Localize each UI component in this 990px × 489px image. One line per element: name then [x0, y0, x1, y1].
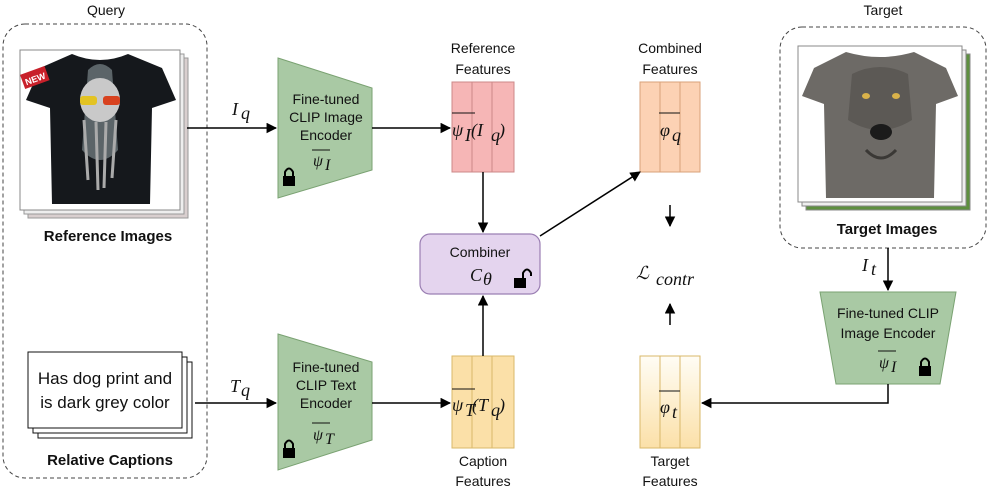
caption-feature-vector: ψ T (T q ) — [451, 355, 515, 449]
connector-arrows — [187, 122, 894, 409]
reference-features-title: Reference — [451, 40, 516, 56]
svg-text:ℒ: ℒ — [636, 263, 650, 283]
svg-text:I: I — [464, 125, 472, 145]
new-badge: NEW — [20, 66, 50, 90]
svg-text:CLIP Text: CLIP Text — [296, 377, 356, 393]
svg-text:C: C — [470, 265, 483, 285]
arrow-label-iq: I q — [231, 99, 250, 123]
svg-text:T: T — [325, 431, 335, 448]
unlock-icon — [514, 268, 532, 288]
reference-feature-vector: ψ I (I q ) — [451, 81, 515, 173]
combined-feature-vector: φ q — [639, 81, 701, 173]
reference-images-label: Reference Images — [44, 228, 172, 245]
svg-text:φ: φ — [660, 120, 670, 140]
caption-line-1: Has dog print and — [38, 369, 172, 388]
svg-text:I: I — [861, 255, 869, 275]
svg-text:Fine-tuned: Fine-tuned — [293, 91, 360, 107]
reference-image-stack: NEW — [19, 49, 189, 219]
svg-text:Encoder: Encoder — [300, 395, 352, 411]
target-image-stack — [797, 45, 971, 211]
svg-text:q: q — [241, 103, 250, 123]
svg-text:I: I — [890, 359, 897, 376]
svg-text:(T: (T — [472, 395, 490, 416]
relative-captions-label: Relative Captions — [47, 452, 173, 469]
caption-features-title-2: Features — [455, 473, 510, 489]
svg-text:): ) — [498, 120, 505, 141]
svg-text:t: t — [672, 402, 678, 422]
tshirt-image — [26, 54, 176, 204]
query-image-encoder: Fine-tuned CLIP Image Encoder ψ I — [277, 57, 373, 199]
svg-text:contr: contr — [656, 269, 695, 289]
combined-features-title-2: Features — [642, 61, 697, 77]
svg-text:Fine-tuned: Fine-tuned — [293, 359, 360, 375]
svg-text:Fine-tuned CLIP: Fine-tuned CLIP — [837, 305, 939, 321]
arrow-label-it: I t — [861, 255, 877, 279]
lock-icon — [283, 439, 295, 458]
text-encoder: Fine-tuned CLIP Text Encoder ψ T — [277, 333, 373, 471]
svg-text:Image Encoder: Image Encoder — [841, 325, 936, 341]
svg-text:q: q — [491, 400, 500, 420]
query-group — [2, 23, 208, 479]
svg-text:Encoder: Encoder — [300, 127, 352, 143]
target-images-label: Target Images — [837, 221, 938, 238]
svg-text:ψ: ψ — [313, 427, 324, 444]
caption-line-2: is dark grey color — [40, 393, 170, 412]
caption-features-title: Caption — [459, 453, 507, 469]
svg-text:T: T — [230, 376, 242, 396]
arrow-label-tq: T q — [230, 376, 250, 400]
svg-text:ψ: ψ — [452, 120, 464, 140]
svg-text:(I: (I — [471, 120, 484, 141]
svg-text:φ: φ — [660, 397, 670, 417]
svg-text:I: I — [324, 157, 331, 174]
combiner-module: Combiner C θ — [419, 233, 541, 295]
reference-features-title-2: Features — [455, 61, 510, 77]
target-features-title-2: Features — [642, 473, 697, 489]
target-feature-vector: φ t — [639, 355, 701, 449]
svg-text:Combiner: Combiner — [450, 244, 511, 260]
lock-icon — [283, 167, 295, 186]
svg-text:ψ: ψ — [879, 355, 890, 372]
contrastive-loss: ℒ contr — [636, 263, 695, 289]
svg-text:I: I — [231, 99, 239, 119]
svg-text:θ: θ — [483, 269, 492, 289]
svg-text:ψ: ψ — [313, 153, 324, 170]
svg-text:q: q — [672, 125, 681, 145]
target-features-title: Target — [651, 453, 690, 469]
lock-icon — [919, 357, 931, 376]
svg-text:q: q — [241, 380, 250, 400]
query-title: Query — [87, 2, 125, 18]
svg-text:t: t — [871, 259, 877, 279]
svg-text:q: q — [491, 125, 500, 145]
svg-text:CLIP Image: CLIP Image — [289, 109, 363, 125]
target-image-encoder: Fine-tuned CLIP Image Encoder ψ I — [819, 291, 957, 385]
svg-text:ψ: ψ — [452, 395, 464, 415]
dog-shirt-image — [802, 52, 958, 198]
target-title: Target — [864, 2, 903, 18]
caption-card-stack: Has dog print and is dark grey color — [27, 351, 193, 439]
combined-features-title: Combined — [638, 40, 702, 56]
svg-text:T: T — [465, 400, 477, 420]
target-group — [779, 26, 987, 249]
svg-text:): ) — [498, 395, 505, 416]
